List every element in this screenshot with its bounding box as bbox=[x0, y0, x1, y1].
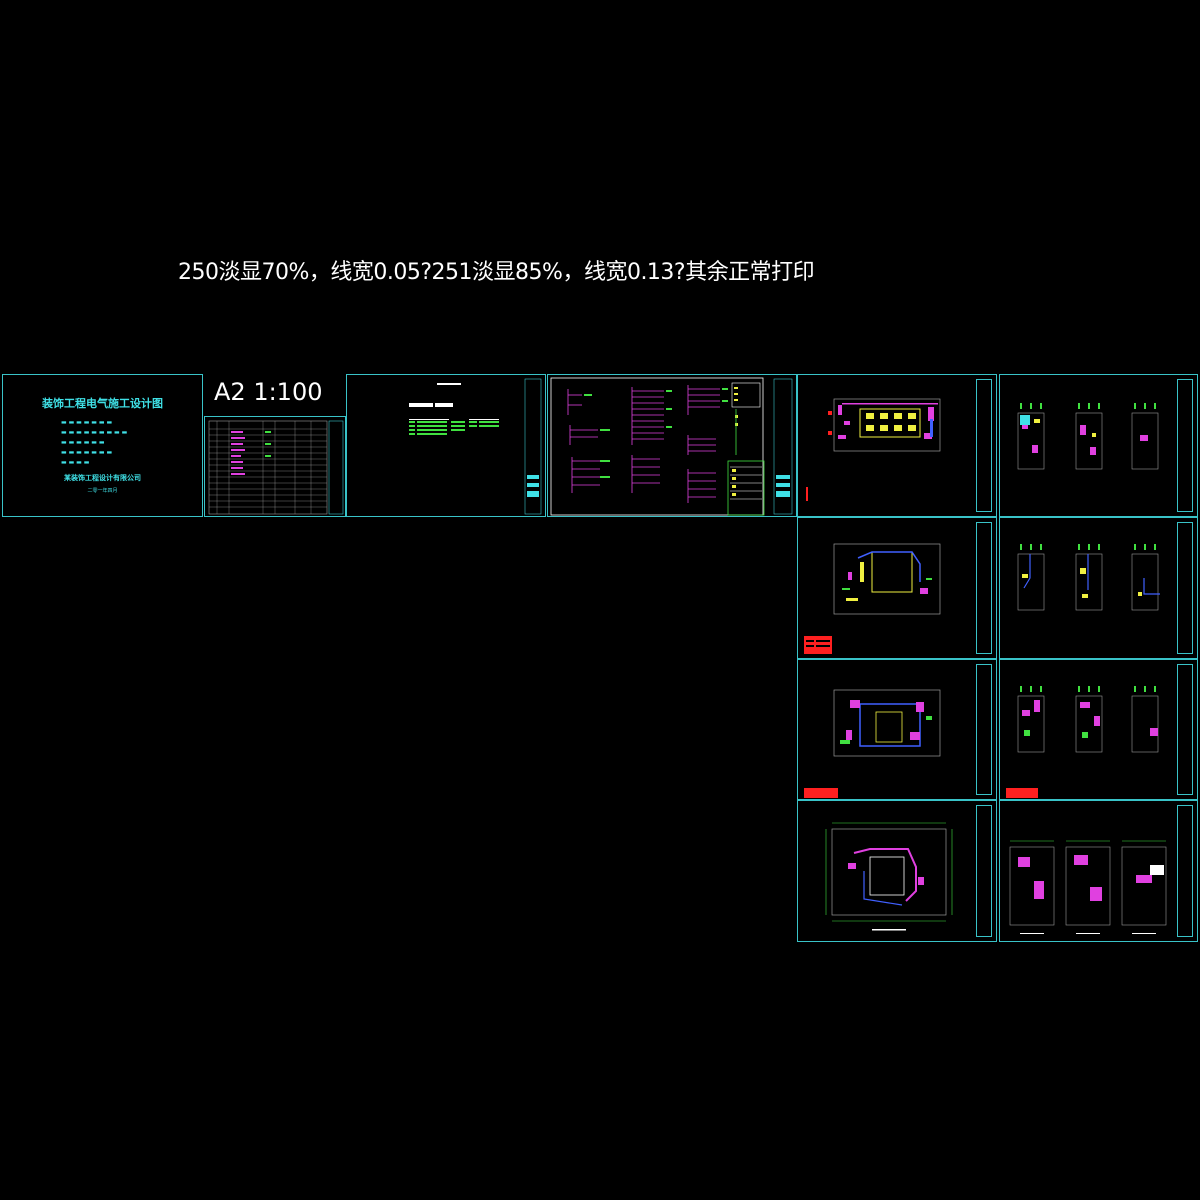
system-diagram-sheet[interactable] bbox=[547, 374, 797, 517]
detail-plan-sheet-1[interactable] bbox=[999, 374, 1198, 517]
title-block bbox=[1177, 522, 1193, 654]
title-block bbox=[976, 664, 992, 795]
detail-plan-sheet-4[interactable] bbox=[999, 800, 1198, 942]
cover-title: 装饰工程电气施工设计图 bbox=[42, 397, 163, 410]
floor-plan-sheet-1[interactable] bbox=[797, 374, 997, 517]
index-sheet[interactable] bbox=[204, 416, 346, 517]
title-block bbox=[976, 379, 992, 512]
cover-sheet[interactable]: 装饰工程电气施工设计图 ▬ ▬ ▬ ▬ ▬ ▬ ▬ ▬ ▬ ▬ ▬ ▬ ▬ ▬ … bbox=[2, 374, 203, 517]
system-diagram-graphic bbox=[550, 377, 793, 516]
floor-plan-sheet-4[interactable] bbox=[797, 800, 997, 942]
cover-field-line: ▬ ▬ ▬ ▬ bbox=[61, 459, 90, 466]
detail-plan-sheet-3[interactable] bbox=[999, 659, 1198, 800]
cover-field-line: ▬ ▬ ▬ ▬ ▬ ▬ ▬ bbox=[61, 449, 113, 456]
detail-plan-sheet-2[interactable] bbox=[999, 517, 1198, 659]
floor-plan-graphic bbox=[825, 822, 953, 931]
index-table-graphic bbox=[208, 420, 344, 515]
title-block bbox=[1177, 805, 1193, 937]
title-block bbox=[1177, 379, 1193, 512]
cover-field-line: ▬ ▬ ▬ ▬ ▬ ▬ bbox=[61, 439, 105, 446]
detail-plan-graphic bbox=[1006, 686, 1159, 798]
floor-plan-sheet-3[interactable] bbox=[797, 659, 997, 800]
cover-date: 二零一年四月 bbox=[87, 488, 118, 494]
cover-field-line: ▬ ▬ ▬ ▬ ▬ ▬ ▬ ▬ ▬ bbox=[61, 429, 128, 436]
legend-graphic bbox=[409, 378, 542, 515]
scale-label: A2 1:100 bbox=[214, 378, 323, 406]
floor-plan-graphic bbox=[804, 543, 941, 654]
legend-sheet[interactable] bbox=[346, 374, 546, 517]
cover-company: 某装饰工程设计有限公司 bbox=[64, 474, 141, 482]
detail-plan-graphic bbox=[1009, 840, 1167, 934]
detail-plan-graphic bbox=[1017, 544, 1160, 611]
print-note: 250淡显70%，线宽0.05?251淡显85%，线宽0.13?其余正常打印 bbox=[178, 260, 815, 285]
floor-plan-graphic bbox=[804, 689, 941, 798]
detail-plan-graphic bbox=[1017, 403, 1159, 470]
floor-plan-sheet-2[interactable] bbox=[797, 517, 997, 659]
title-block bbox=[976, 522, 992, 654]
title-block bbox=[976, 805, 992, 937]
cover-field-line: ▬ ▬ ▬ ▬ ▬ ▬ ▬ bbox=[61, 419, 113, 426]
title-block bbox=[1177, 664, 1193, 795]
floor-plan-graphic bbox=[806, 398, 941, 501]
